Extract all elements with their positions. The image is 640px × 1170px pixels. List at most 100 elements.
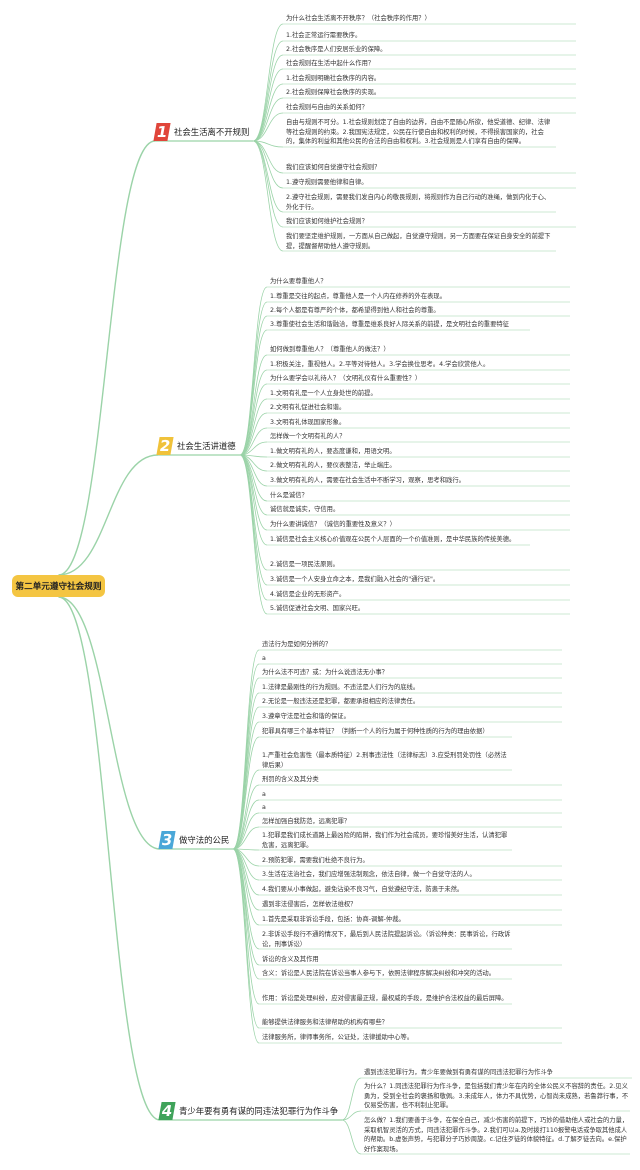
- connector-branch-to-leaf: [239, 286, 268, 456]
- connector-root-to-branch: [58, 596, 161, 1121]
- connector-branch-to-leaf: [341, 1077, 362, 1121]
- leaf-item[interactable]: 1.严重社会危害性（最本质特征）2.刑事违法性（法律标志）3.应受刑罚处罚性（必…: [262, 752, 507, 769]
- leaf-item[interactable]: 2.文明有礼促进社会和谐。: [270, 404, 346, 411]
- leaf-item[interactable]: 作用：诉讼是处理纠纷，应对侵害最正规，最权威的手段，是维护合法权益的最后屏障。: [262, 995, 508, 1002]
- leaf-item[interactable]: 自由与规则不可分。1.社会规则划定了自由的边界，自由不是随心所欲，他受道德、纪律…: [286, 119, 551, 145]
- leaf-item[interactable]: 社会规则在生活中起什么作用？: [286, 60, 375, 67]
- leaf-item[interactable]: 怎么做？1.我们要善于斗争，在保全自己，减少伤害的前提下，巧妙的借助他人或社会的…: [364, 1117, 629, 1153]
- leaf-item[interactable]: 2.每个人都是有尊严的个体，都希望得到他人和社会的尊重。: [270, 307, 440, 314]
- leaf-item[interactable]: 什么是诚信？: [270, 492, 308, 499]
- leaf-item[interactable]: 2.诚信是一项民法原则。: [270, 561, 339, 568]
- connector-branch-to-leaf: [252, 68, 284, 142]
- leaf-item[interactable]: 3.尊重使社会生活和谐融洽，尊重是维系良好人际关系的前提，是文明社会的重要特征: [270, 321, 509, 328]
- leaf-item[interactable]: 能够提供法律服务和法律帮助的机构有哪些？: [262, 1019, 388, 1026]
- connector-branch-to-leaf: [232, 706, 260, 850]
- leaf-item[interactable]: 1.法律是最刚性的行为规则。不违法是人们行为的底线。: [262, 684, 420, 691]
- connector-branch-to-leaf: [252, 140, 284, 174]
- connector-branch-to-leaf: [252, 140, 284, 213]
- leaf-item[interactable]: 诚信就是诚实，守信用。: [270, 506, 340, 513]
- leaf-item[interactable]: 违法行为是如何分辨的？: [262, 641, 332, 648]
- branch-label: 做守法的公民: [179, 835, 230, 845]
- leaf-item[interactable]: 1.诚信是社会主义核心价值观在公民个人层面的一个价值准则，是中华民族的传统美德。: [270, 536, 516, 543]
- connector-root-to-branch: [58, 596, 161, 850]
- leaf-item[interactable]: 我们应该如何自觉遵守社会规则？: [286, 164, 381, 171]
- leaf-item[interactable]: 1.做文明有礼的人，要态度谦和，用语文明。: [270, 448, 396, 455]
- root-topic[interactable]: 第二单元遵守社会规则: [12, 575, 105, 597]
- leaf-item[interactable]: a: [262, 791, 266, 798]
- leaf-item[interactable]: 3.做文明有礼的人，需要在社会生活中不断学习，观察，思考和践行。: [270, 477, 465, 484]
- leaf-item[interactable]: 为什么要学会以礼待人？（文明礼仪有什么重要性？）: [270, 375, 422, 382]
- leaf-item[interactable]: 2.社会秩序是人们安居乐业的保障。: [286, 46, 387, 53]
- connector-branch-to-leaf: [239, 369, 268, 456]
- leaf-item[interactable]: 我们应该如何维护社会规则？: [286, 218, 368, 225]
- leaf-item[interactable]: a: [262, 804, 266, 811]
- connector-branch-to-leaf: [239, 427, 268, 456]
- leaf-item[interactable]: 为什么要尊重他人？: [270, 278, 327, 285]
- leaf-item[interactable]: 1.社会规则明确社会秩序的内容。: [286, 75, 381, 82]
- connector-branch-to-leaf: [239, 441, 268, 456]
- connector-branch-to-leaf: [232, 812, 260, 850]
- branch-4[interactable]: 4 青少年要有勇有谋的同违法犯罪行为作斗争: [158, 1101, 338, 1121]
- leaf-item[interactable]: 1.社会正常运行需要秩序。: [286, 32, 362, 39]
- leaf-item[interactable]: 1.积极关注，重视他人。2.平等对待他人。3.学会换位思考。4.学会欣赏他人。: [270, 361, 490, 368]
- connector-branch-to-leaf: [232, 848, 260, 1029]
- leaf-item[interactable]: 2.做文明有礼的人，要仪表整洁，举止端庄。: [270, 462, 396, 469]
- leaf-item[interactable]: 为什么法不可违？或：为什么说违法无小事？: [262, 669, 388, 676]
- connector-branch-to-leaf: [232, 736, 260, 850]
- connector-branch-to-leaf: [239, 454, 268, 615]
- connector-branch-to-leaf: [239, 315, 268, 456]
- branch-2[interactable]: 2 社会生活讲道德: [156, 436, 236, 456]
- branch-number-badge: 4: [158, 1102, 176, 1120]
- leaf-item[interactable]: 2.无论是一般违法还是犯罪，都要承担相应的法律责任。: [262, 698, 420, 705]
- leaf-item[interactable]: 3.生活在法治社会，我们应增强法制观念，依法自律，做一个自觉守法的人。: [262, 871, 476, 878]
- leaf-item[interactable]: 2.社会规则保障社会秩序的实现。: [286, 89, 381, 96]
- branch-1[interactable]: 1 社会生活离不开规则: [153, 122, 250, 142]
- leaf-item[interactable]: 犯罪具有哪三个基本特征？（判断一个人的行为属于何种性质的行为的理由依据）: [262, 728, 489, 735]
- leaf-item[interactable]: 2.非诉讼手段行不通的情况下，最后到人民法院提起诉讼。（诉讼种类：民事诉讼，行政…: [262, 931, 511, 948]
- leaf-item[interactable]: 怎样加强自我防范，远离犯罪？: [262, 818, 351, 825]
- leaf-item[interactable]: 法律服务所，律师事务所，公证处，法律援助中心等。: [262, 1034, 414, 1041]
- leaf-item[interactable]: 4.我们要从小事做起，避免沾染不良习气，自觉遵纪守法，防患于未然。: [262, 886, 464, 893]
- connector-branch-to-leaf: [232, 848, 260, 1044]
- branch-number-badge: 3: [158, 831, 176, 849]
- leaf-item[interactable]: 社会规则与自由的关系如何？: [286, 104, 368, 111]
- leaf-item[interactable]: 3.诚信是一个人安身立命之本，是我们融入社会的"通行证"。: [270, 576, 440, 583]
- leaf-item[interactable]: 遇到违法犯罪行为，青少年要做到有勇有谋的同违法犯罪行为作斗争: [364, 1069, 553, 1076]
- leaf-item[interactable]: 1.犯罪是我们成长道路上最凶险的陷阱，我们作为社会成员，要珍惜美好生活，认清犯罪…: [262, 832, 508, 849]
- leaf-item[interactable]: 3.文明有礼体现国家形象。: [270, 419, 346, 426]
- leaf-item[interactable]: 刑罚的含义及其分类: [262, 776, 319, 783]
- leaf-item[interactable]: 2.遵守社会规则，需要我们发自内心的敬畏规则，将规则作为自己行动的准绳，做到内化…: [286, 194, 551, 211]
- leaf-item[interactable]: 为什么要讲诚信？（诚信的重要性及意义？）: [270, 521, 396, 528]
- leaf-item[interactable]: 遇到非法侵害后，怎样依法维权？: [262, 901, 357, 908]
- leaf-item[interactable]: 1.首先是采取非诉讼手段，包括：协商-调解-仲裁。: [262, 916, 405, 923]
- leaf-item[interactable]: 1.遵守规则需要他律和自律。: [286, 179, 368, 186]
- connector-branch-to-leaf: [232, 649, 260, 850]
- leaf-item[interactable]: 1.尊重是交往的起点，尊重他人是一个人内在修养的外在表现。: [270, 293, 447, 300]
- leaf-item[interactable]: 怎样做一个文明有礼的人？: [270, 433, 346, 440]
- leaf-item[interactable]: 我们要坚定维护规则，一方面从自己做起，自觉遵守规则，另一方面要在保证自身安全的前…: [286, 233, 551, 250]
- leaf-item[interactable]: 4.诚信是企业的无形资产。: [270, 591, 346, 598]
- connector-branch-to-leaf: [252, 97, 284, 142]
- leaf-item[interactable]: 如何做到尊重他人？（尊重他人的做法？）: [270, 346, 390, 353]
- connector-branch-to-leaf: [341, 1119, 362, 1155]
- connector-branch-to-leaf: [232, 799, 260, 850]
- leaf-item[interactable]: a: [262, 655, 266, 662]
- leaf-item[interactable]: 为什么社会生活离不开秩序？（社会秩序的作用？）: [286, 15, 431, 22]
- leaf-item[interactable]: 3.遵章守法是社会和谐的保证。: [262, 713, 350, 720]
- leaf-item[interactable]: 1.文明有礼是一个人立身处世的前提。: [270, 390, 377, 397]
- connector-branch-to-leaf: [239, 412, 268, 456]
- connector-branch-to-leaf: [252, 23, 284, 142]
- branch-3[interactable]: 3 做守法的公民: [158, 830, 230, 850]
- leaf-item[interactable]: 含义：诉讼是人民法院在诉讼当事人参与下，依照法律程序解决纠纷和冲突的活动。: [262, 970, 495, 977]
- branch-number-badge: 1: [153, 123, 171, 141]
- leaf-item[interactable]: 诉讼的含义及其作用: [262, 956, 319, 963]
- branch-label: 社会生活离不开规则: [174, 127, 250, 137]
- leaf-item[interactable]: 为什么？1.同违法犯罪行为作斗争，是包括我们青少年在内的全体公民义不容辞的责任。…: [364, 1083, 629, 1109]
- connector-branch-to-leaf: [252, 140, 284, 189]
- leaf-item[interactable]: 5.诚信促进社会文明、国家兴旺。: [270, 605, 365, 612]
- leaf-item[interactable]: 2.预防犯罪，需要我们杜绝不良行为。: [262, 857, 369, 864]
- connector-branch-to-leaf: [252, 40, 284, 142]
- connector-branch-to-leaf: [232, 663, 260, 850]
- connector-branch-to-leaf: [239, 301, 268, 456]
